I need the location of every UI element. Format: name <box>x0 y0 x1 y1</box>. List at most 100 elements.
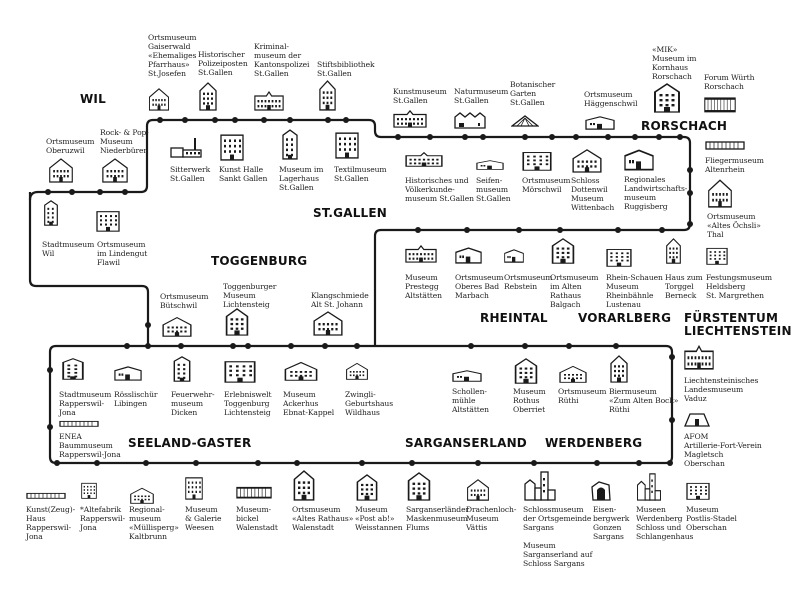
museum-label[interactable]: Rösslischür Libingen <box>114 390 158 408</box>
route-stop-dot <box>69 189 75 195</box>
museum-label[interactable]: Schlossmuseum der Ortsgemeinde Sargans <box>523 505 592 532</box>
shed-icon <box>624 149 654 171</box>
museum-label[interactable]: «MIK» Museum im Kornhaus Rorschach <box>652 45 697 81</box>
museum-label[interactable]: Haus zum Torggel Berneck <box>665 273 703 300</box>
wide-building-icon <box>393 110 427 128</box>
museum-label[interactable]: Museum Ackerhus Ebnat-Kappel <box>283 390 335 417</box>
museum-label[interactable]: Kunstmuseum St.Gallen <box>393 87 447 105</box>
route-stop-dot <box>343 117 349 123</box>
museum-label[interactable]: Festungsmuseum Heldsberg St. Margrethen <box>706 273 773 300</box>
museum-label[interactable]: Stiftsbibliothek St.Gallen <box>317 60 375 78</box>
museum-label[interactable]: Regionales Landwirtschafts- museum Ruggi… <box>624 175 688 211</box>
museum-label[interactable]: Museum Rothus Oberriet <box>513 387 546 414</box>
route-stop-dot <box>636 460 642 466</box>
museum-label[interactable]: Ortsmuseum «Altes Rathaus» Walenstadt <box>292 505 354 532</box>
route-stop-dot <box>359 460 365 466</box>
route-stop-dot <box>687 221 693 227</box>
museum-label[interactable]: Stadtmuseum Wil <box>42 240 95 258</box>
museum-label[interactable]: Museum «Post ab!» Weisstannen <box>355 505 403 532</box>
museum-label[interactable]: Schollen- mühle Altstätten <box>452 387 489 414</box>
museum-label[interactable]: Ortsmuseum im Lindengut Flawil <box>97 240 148 267</box>
museum-label[interactable]: ENEA Baummuseum Rapperswil-Jona <box>59 432 121 459</box>
route-stop-dot <box>615 227 621 233</box>
route-stop-dot <box>522 134 528 140</box>
tall-gable-icon <box>292 470 316 501</box>
gable-house-icon <box>161 316 193 337</box>
route-stop-dot <box>178 343 184 349</box>
museum-label[interactable]: Kunst(Zeug)- Haus Rapperswil- Jona <box>26 505 76 541</box>
flat-block-icon <box>96 210 120 232</box>
museum-label[interactable]: Fliegermuseum Altenrhein <box>705 156 764 174</box>
route-stop-dot <box>667 460 673 466</box>
museum-label[interactable]: Ortsmuseum Häggenschwil <box>584 90 638 108</box>
museum-label[interactable]: Museum- bickel Walenstadt <box>236 505 278 532</box>
museum-label[interactable]: Erlebniswelt Toggenburg Lichtensteig <box>224 390 272 417</box>
museum-label[interactable]: Zwingli- Geburtshaus Wildhaus <box>345 390 393 417</box>
route-stop-dot <box>409 460 415 466</box>
region-vorarlberg: VORARLBERG <box>578 311 672 325</box>
museum-label[interactable]: Klangschmiede Alt St. Johann <box>311 291 369 309</box>
museum-label[interactable]: Naturmuseum St.Gallen <box>454 87 509 105</box>
route-stop-dot <box>462 134 468 140</box>
museum-label[interactable]: Schloss Dottenwil Museum Wittenbach <box>571 176 615 212</box>
museum-label[interactable]: Sarganserländer Maskenmuseum Flums <box>406 505 469 532</box>
museum-label[interactable]: Forum Würth Rorschach <box>704 73 755 91</box>
museum-label[interactable]: Museum Postlis-Stadel Oberschan <box>686 505 737 532</box>
museum-label[interactable]: Feuerwehr- museum Dicken <box>171 390 215 417</box>
route-stop-dot <box>480 134 486 140</box>
route-stop-dot <box>288 343 294 349</box>
museum-label[interactable]: Ortsmuseum Mörschwil <box>522 176 571 194</box>
museum-label[interactable]: Ortsmuseum «Altes Öchsli» Thal <box>707 212 761 239</box>
museum-label[interactable]: Museum Prestegg Altstätten <box>405 273 442 300</box>
museum-label[interactable]: Stadtmuseum Rapperswil- Jona <box>59 390 112 417</box>
museum-label[interactable]: Liechtensteinisches Landesmuseum Vaduz <box>684 376 759 403</box>
route-stop-dot <box>157 117 163 123</box>
wide-building-icon <box>254 91 284 111</box>
route-stop-dot <box>182 117 188 123</box>
sawtooth-icon <box>454 111 486 129</box>
route-stop-dot <box>573 134 579 140</box>
museum-label[interactable]: *Altefabrik Rapperswil- Jona <box>80 505 125 532</box>
wide-building-icon <box>405 245 437 263</box>
museum-label[interactable]: Museen Werdenberg Schloss und Schlangenh… <box>636 505 694 541</box>
route-stop-dot <box>475 460 481 466</box>
museum-label[interactable]: Rock- & Pop- Museum Niederbüren <box>100 128 149 155</box>
shed-icon <box>476 160 504 170</box>
route-stop-dot <box>325 117 331 123</box>
museum-label[interactable]: Museum Sarganserland auf Schloss Sargans <box>523 541 593 568</box>
museum-label[interactable]: Historisches und Völkerkunde- museum St.… <box>405 176 474 203</box>
route-stop-dot <box>212 117 218 123</box>
museum-label[interactable]: Ortsmuseum im Alten Rathaus Balgach <box>550 273 599 309</box>
museum-label[interactable]: Seifen- museum St.Gallen <box>476 176 511 203</box>
shed-icon <box>585 116 615 130</box>
route-stop-dot <box>245 343 251 349</box>
museum-label[interactable]: Textilmuseum St.Gallen <box>334 165 387 183</box>
museum-label[interactable]: Rhein-Schauen Museum Rheinbähnle Lustena… <box>606 273 663 309</box>
tower-icon <box>280 129 300 160</box>
museum-label[interactable]: Regional- museum «Müllisperg» Kaltbrunn <box>129 505 179 541</box>
route-stop-dot <box>613 343 619 349</box>
museum-label[interactable]: Drachenloch- Museum Vättis <box>466 505 517 532</box>
museum-label[interactable]: Ortsmuseum Gaiserwald «Ehemaliges Pfarrh… <box>148 33 197 78</box>
flat-block-icon <box>220 133 244 161</box>
museum-label[interactable]: Ortsmuseum Rebstein <box>504 273 553 291</box>
museum-label[interactable]: Museum im Lagerhaus St.Gallen <box>279 165 324 192</box>
museum-label[interactable]: Ortsmuseum Bütschwil <box>160 292 209 310</box>
gable-house-icon <box>148 87 170 111</box>
museum-label[interactable]: Kriminal- museum der Kantonspolizei St.G… <box>254 42 310 78</box>
museum-label[interactable]: Museum & Galerie Weesen <box>185 505 222 532</box>
gable-house-icon <box>707 178 733 208</box>
museum-label[interactable]: Botanischer Garten St.Gallen <box>510 80 556 107</box>
museum-label[interactable]: AFOM Artillerie-Fort-Verein Magletsch Ob… <box>684 432 762 468</box>
route-stop-dot <box>656 134 662 140</box>
museum-label[interactable]: Ortsmuseum Rüthi <box>558 387 607 405</box>
museum-label[interactable]: Biermuseum «Zum Alten Bock» Rüthi <box>609 387 679 414</box>
route-stop-dot <box>287 117 293 123</box>
museum-label[interactable]: Ortsmuseum Oberuzwil <box>46 137 95 155</box>
museum-label[interactable]: Eisen- bergwerk Gonzen Sargans <box>593 505 630 541</box>
museum-label[interactable]: Ortsmuseum Oberes Bad Marbach <box>455 273 504 300</box>
museum-label[interactable]: Kunst Halle Sankt Gallen <box>219 165 268 183</box>
museum-label[interactable]: Toggenburger Museum Lichtensteig <box>223 282 277 309</box>
museum-label[interactable]: Sitterwerk St.Gallen <box>170 165 211 183</box>
museum-label[interactable]: Historischer Polizeiposten St.Gallen <box>198 50 248 77</box>
